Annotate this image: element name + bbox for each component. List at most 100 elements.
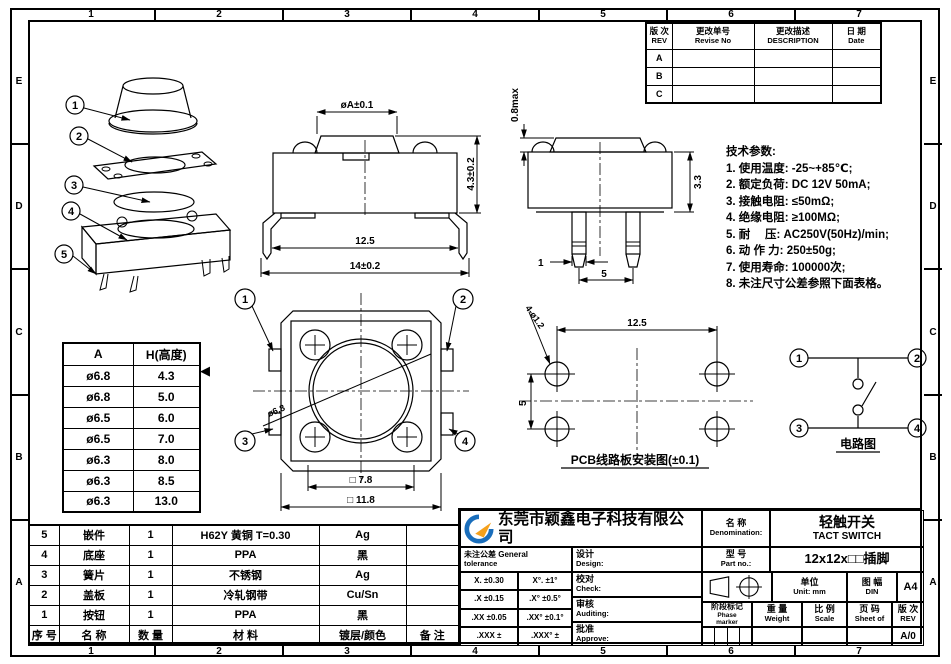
tech-param-line: 3. 接触电阻: ≤50mΩ;	[726, 195, 835, 208]
dim-inner-square: □ 7.8	[350, 475, 373, 486]
phase-box	[703, 628, 716, 645]
zone-label: B	[924, 396, 942, 521]
zone-label: 5	[540, 8, 668, 20]
circuit-diagram: 1 2 3 4 电路图	[789, 348, 927, 453]
rev-hdr-en: DESCRIPTION	[767, 36, 819, 46]
unit-cell: 单位 Unit: mm	[772, 572, 847, 602]
cell: 簧片	[58, 564, 130, 586]
exploded-callout-3: 3	[64, 175, 151, 203]
outer-border	[10, 8, 940, 657]
zone-label: C	[924, 270, 942, 396]
tech-param-line: 8. 未注尺寸公差参照下面表格。	[726, 278, 889, 290]
rev-header: 版 次 REV	[892, 602, 924, 627]
pcb-caption: PCB线路板安装图(±0.1)	[571, 452, 700, 467]
cell	[405, 564, 460, 586]
exploded-callout-5: 5	[54, 244, 97, 275]
zone-label: A	[929, 576, 937, 588]
label-zh: 页 码	[859, 604, 880, 615]
revision-code: A/0	[900, 631, 916, 642]
dim-pin-width: 1	[538, 258, 544, 269]
rev-hdr-en: Revise No	[694, 36, 732, 46]
title-block: 东莞市颖鑫电子科技有限公司 名 称 Denomination: 轻触开关 TAC…	[458, 508, 924, 646]
tech-param-line: 7. 使用寿命: 100000次;	[726, 261, 846, 274]
zone-col-left: E D C B A	[10, 20, 28, 644]
dim-hole-span-v: 5	[518, 400, 529, 406]
top-view: ø6.8 1 2 3 4 □ 7.8 □ 11.8	[234, 288, 476, 511]
zone-label: D	[924, 145, 942, 271]
label-zh: 阶段标记	[711, 602, 743, 611]
zone-label: 1	[28, 645, 156, 657]
cell: ø6.5	[62, 406, 134, 429]
tolerance-cell: .XXX° ±	[518, 627, 572, 646]
label-zh: 单位	[800, 576, 819, 587]
label-en: REV	[900, 614, 916, 624]
cell	[405, 524, 460, 546]
svg-text:3: 3	[71, 180, 77, 192]
dim-outer-square: □ 11.8	[347, 495, 375, 506]
first-angle-projection-icon	[709, 575, 762, 599]
exploded-callout-2: 2	[69, 126, 133, 163]
tech-param-line: 1. 使用温度: -25~+85℃;	[726, 162, 853, 175]
projection-symbol-cell	[702, 572, 772, 602]
cell	[831, 48, 882, 68]
label-zh: 设计	[576, 549, 595, 560]
label-zh: 校对	[576, 574, 595, 585]
cell: Ag	[318, 564, 407, 586]
table-row: 序 号名 称数 量材 料镀层/颜色备 注	[28, 624, 460, 646]
tech-params-title: 技术参数:	[726, 146, 776, 158]
label-zh: 审核	[576, 599, 595, 610]
label-en: DIN	[865, 586, 879, 596]
mounting-holes	[539, 356, 735, 447]
table-row: C	[645, 84, 882, 104]
circuit-pin-1: 1	[796, 353, 802, 365]
cell: 4.3	[132, 364, 201, 387]
exploded-view: 1 2 3 4 5	[54, 77, 232, 293]
cell: 1	[128, 524, 173, 546]
tech-param-line: 2. 额定负荷: DC 12V 50mA;	[726, 179, 871, 191]
tolerance-cell: .XXX ±	[460, 627, 518, 646]
phase-box	[728, 628, 740, 645]
denomination-value: 轻触开关 TACT SWITCH	[770, 510, 924, 547]
pin-callout-1: 1	[234, 288, 274, 352]
tolerance-value: .XX ±0.05	[471, 612, 507, 622]
rev-hdr-zh: 版 次	[649, 25, 669, 36]
zone-label: 1	[28, 8, 156, 20]
zone-label: 4	[412, 8, 540, 20]
rev-hdr-zh: 日 期	[846, 25, 866, 36]
cell: ø6.3	[62, 469, 134, 492]
cell: A	[645, 48, 673, 68]
cell: ø6.5	[62, 427, 134, 450]
cell: 4	[28, 544, 60, 566]
cell	[753, 84, 833, 104]
check-cell: 校对 Check:	[572, 572, 702, 597]
label-zh: 图 幅	[861, 576, 883, 587]
pcb-layout-view: 12.5 5 4-ø1.2 PCB线路板安装图(±0.1)	[518, 303, 753, 469]
zone-label: C	[10, 270, 28, 396]
cell: H(高度)	[132, 342, 201, 366]
zone-col-right: E D C B A	[924, 20, 942, 644]
company-name: 东莞市颖鑫电子科技有限公司	[498, 511, 685, 546]
tech-param-line: 5. 耐 压: AC250V(50Hz)/min;	[726, 228, 889, 241]
cell: PPA	[171, 604, 320, 626]
tolerance-value: .XXX° ±	[530, 631, 560, 641]
side-view: 0.8max 3.3 1 5	[510, 88, 704, 284]
cell: B	[645, 66, 673, 86]
zone-label: 7	[856, 8, 862, 20]
partno-value: 12x12x□□插脚	[770, 547, 924, 572]
cell	[405, 544, 460, 566]
tolerance-cell: .X° ±0.5°	[518, 590, 572, 609]
cell: 5	[28, 524, 60, 546]
phase-header: 阶段标记 Phase marker	[702, 602, 752, 627]
zone-label: 2	[156, 645, 284, 657]
label-zh: 批准	[576, 623, 595, 634]
format-cell: 图 幅 DIN	[847, 572, 897, 602]
exploded-callout-4: 4	[61, 201, 128, 241]
circuit-caption: 电路图	[840, 436, 876, 451]
